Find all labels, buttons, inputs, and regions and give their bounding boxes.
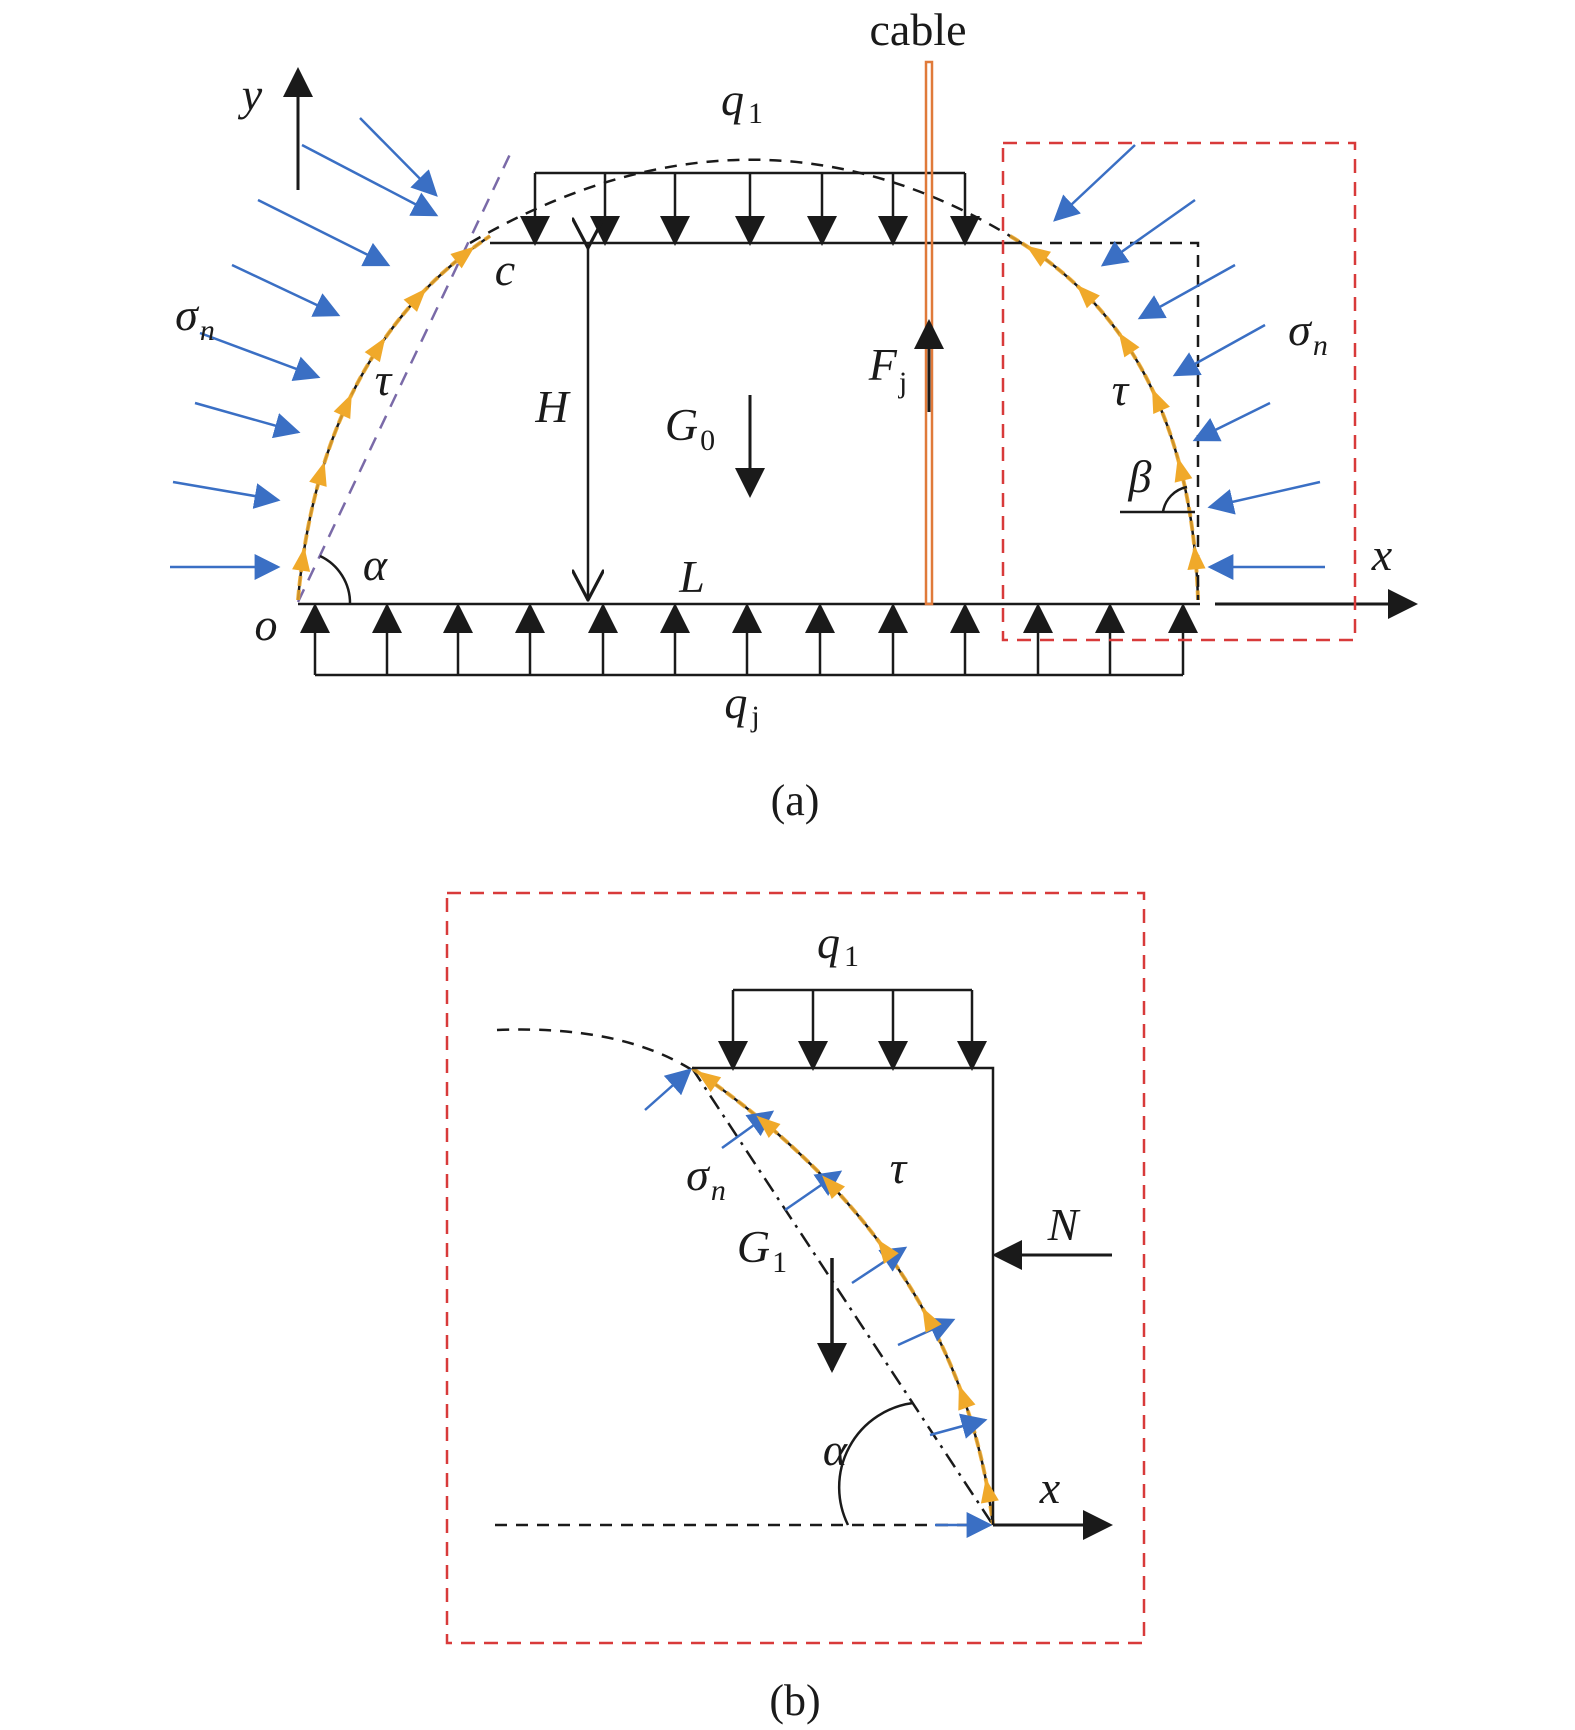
tau-arrow-b xyxy=(756,1115,781,1138)
alpha-arc xyxy=(319,554,352,605)
tau-arrow xyxy=(1076,284,1100,309)
right-shear-band xyxy=(1008,234,1200,601)
c-label: c xyxy=(495,244,515,295)
sigma-arrow-b xyxy=(897,1317,956,1347)
h-label: H xyxy=(534,381,571,432)
sigma-arrow xyxy=(359,117,438,197)
tau-arrow-b xyxy=(822,1175,845,1199)
sigma-arrow-b xyxy=(644,1068,692,1111)
l-label: L xyxy=(678,551,705,602)
upper-arch-dashed xyxy=(469,158,1011,245)
sigma-arrow xyxy=(257,198,391,267)
alpha-label-b: α xyxy=(823,1424,848,1475)
beta-arc xyxy=(1161,485,1188,513)
tau-arrow-b xyxy=(696,1070,722,1093)
detail-frame-b xyxy=(445,891,1146,1645)
q1-load-b xyxy=(718,988,987,1071)
detail-frame-a xyxy=(1001,141,1357,642)
sigma-arrow xyxy=(1192,401,1271,442)
sigma-arrow-b xyxy=(929,1413,988,1439)
n-label: N xyxy=(1047,1199,1081,1250)
tau-arrow xyxy=(450,246,475,269)
tau-arrow-b xyxy=(980,1478,999,1504)
sigma-arrow xyxy=(199,331,321,382)
right-arc xyxy=(1009,234,1200,601)
x-axis-label-b: x xyxy=(1039,1462,1061,1513)
sigma-arrow xyxy=(1137,263,1236,320)
tau-label-b: τ xyxy=(890,1142,908,1193)
sigma-arrow xyxy=(1100,198,1196,267)
x-axis-label: x xyxy=(1371,529,1393,580)
alpha-label-a: α xyxy=(363,539,388,590)
sigma-arrow xyxy=(1053,144,1136,222)
y-axis-label: y xyxy=(238,69,263,120)
tau-arrow-b xyxy=(922,1307,942,1333)
shear-stress-arrows-a xyxy=(292,245,1206,572)
sigma-arrow xyxy=(1172,323,1266,377)
tau-arrow xyxy=(1026,245,1051,267)
beta-label: β xyxy=(1128,451,1152,502)
sigma-arrow xyxy=(172,480,281,509)
fj-label: Fj xyxy=(868,339,907,399)
tau-arrow xyxy=(1187,545,1206,570)
alpha-arc-b xyxy=(837,1401,914,1526)
slab-wall-b xyxy=(692,1066,995,1525)
arch-dashed-b xyxy=(496,1028,693,1072)
g1-label: G1 xyxy=(737,1221,787,1279)
tau-arrow-b xyxy=(877,1239,899,1264)
normal-stress-arrows-b xyxy=(644,1068,993,1538)
tau-left-label: τ xyxy=(375,354,393,405)
sigma-right-label: σn xyxy=(1288,304,1328,362)
tau-arrow xyxy=(309,461,327,487)
tau-right-label: τ xyxy=(1112,364,1130,415)
tau-arrow xyxy=(1152,388,1170,415)
left-shear-band xyxy=(296,234,492,601)
sigma-label-b: σn xyxy=(686,1149,726,1207)
sigma-arrow xyxy=(301,143,439,217)
caption-b: (b) xyxy=(769,1676,820,1725)
cable-label: cable xyxy=(869,4,966,55)
tau-arrow xyxy=(1174,457,1193,483)
normal-stress-arrows-a xyxy=(170,117,1325,580)
left-arc xyxy=(296,234,491,601)
right-dashed-box xyxy=(1010,241,1200,600)
tau-arrow xyxy=(333,393,352,420)
sigma-arrow xyxy=(194,401,301,439)
g0-label: G0 xyxy=(665,399,715,457)
tau-arrow-b xyxy=(958,1385,976,1411)
sigma-arrow xyxy=(231,263,341,317)
sigma-arrow-b xyxy=(721,1110,775,1150)
caption-a: (a) xyxy=(771,776,820,825)
shear-stress-arrows-b xyxy=(696,1070,999,1504)
sigma-arrow-b xyxy=(784,1170,843,1212)
sigma-arrow xyxy=(1207,480,1321,515)
sigma-left-label: σn xyxy=(175,289,215,347)
q1-load xyxy=(520,171,980,246)
tangent-line xyxy=(296,149,514,603)
origin-label: o xyxy=(255,599,278,650)
chord-line xyxy=(690,1067,995,1526)
tau-arrow xyxy=(1118,332,1140,358)
tau-arrow xyxy=(403,288,427,312)
tau-arrow xyxy=(364,337,386,363)
tau-arrow xyxy=(292,547,311,572)
